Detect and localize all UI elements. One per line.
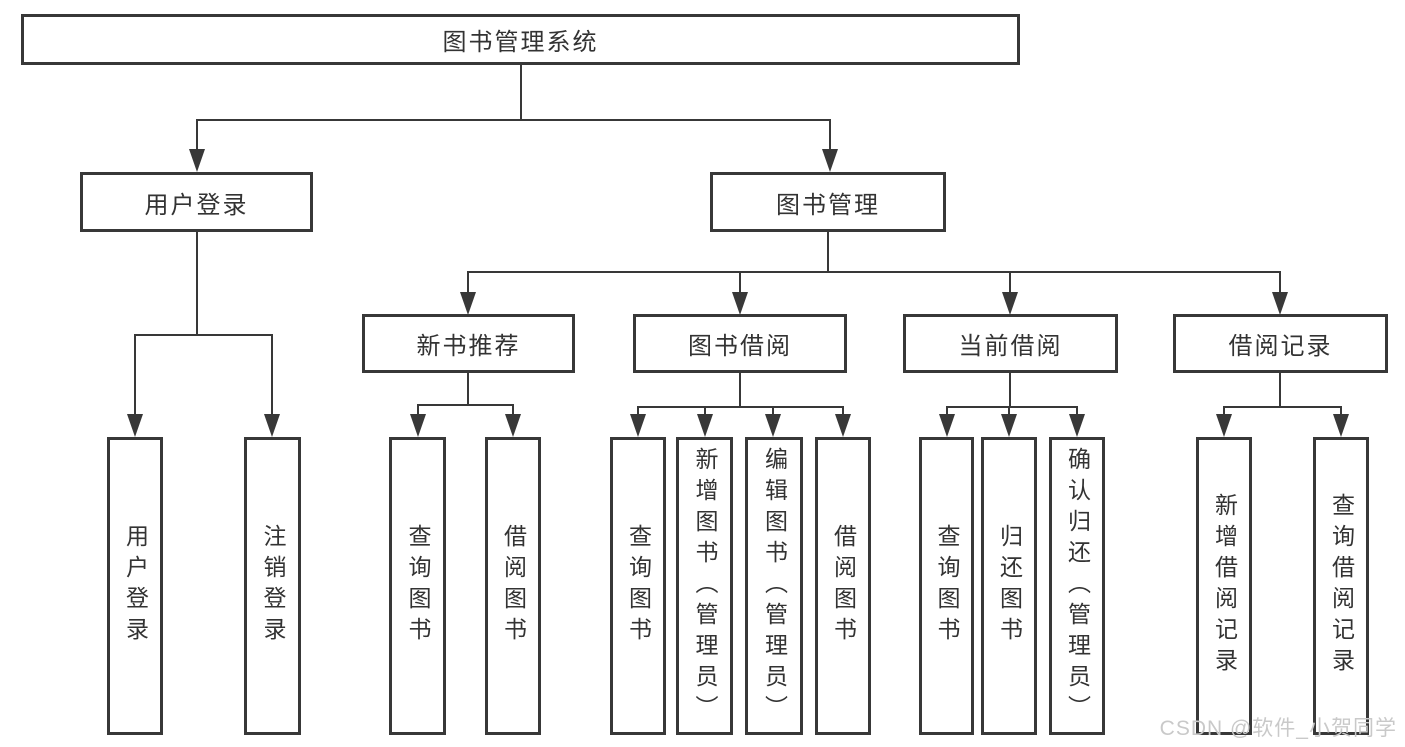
arrowhead-icon: [1333, 414, 1349, 437]
node-label: 借阅记录: [1228, 333, 1333, 360]
node-label: 查询图书: [934, 524, 960, 648]
arrowhead-icon: [410, 414, 426, 437]
connector-line: [1279, 271, 1281, 296]
node-user-login: 用户登录: [80, 172, 313, 232]
arrowhead-icon: [1069, 414, 1085, 437]
leaf-query-borrow-record: 查询借阅记录: [1313, 437, 1369, 735]
node-label: 查询图书: [625, 524, 652, 648]
leaf-borrow-book: 借阅图书: [815, 437, 871, 735]
leaf-query-books-borrow: 查询图书: [610, 437, 666, 735]
connector-line: [134, 334, 273, 336]
node-label: 查询借阅记录: [1328, 493, 1355, 679]
connector-line: [772, 406, 774, 418]
connector-line: [134, 334, 136, 418]
connector-line: [1340, 406, 1342, 418]
arrowhead-icon: [1272, 292, 1288, 315]
arrowhead-icon: [822, 149, 838, 172]
node-label: 编辑图书（管理员）: [761, 446, 788, 726]
connector-line: [842, 406, 844, 418]
leaf-add-borrow-record: 新增借阅记录: [1196, 437, 1252, 735]
leaf-edit-book-admin: 编辑图书（管理员）: [745, 437, 803, 735]
node-label: 确认归还（管理员）: [1064, 446, 1091, 726]
node-label: 用户登录: [122, 524, 149, 648]
arrowhead-icon: [127, 414, 143, 437]
leaf-borrow-book-recommend: 借阅图书: [485, 437, 541, 735]
arrowhead-icon: [1001, 414, 1017, 437]
node-label: 新增借阅记录: [1211, 493, 1238, 679]
node-book-borrowing: 图书借阅: [633, 314, 847, 373]
arrowhead-icon: [630, 414, 646, 437]
node-label: 图书借阅: [688, 333, 792, 360]
leaf-logout-login: 注销登录: [244, 437, 301, 735]
connector-line: [1008, 406, 1010, 418]
node-book-management: 图书管理: [710, 172, 946, 232]
arrowhead-icon: [765, 414, 781, 437]
node-borrowing-records: 借阅记录: [1173, 314, 1388, 373]
leaf-return-book: 归还图书: [981, 437, 1037, 735]
connector-line: [1076, 406, 1078, 418]
connector-line: [467, 271, 469, 296]
leaf-add-book-admin: 新增图书（管理员）: [676, 437, 733, 735]
arrowhead-icon: [732, 292, 748, 315]
node-label: 借阅图书: [830, 524, 857, 648]
connector-line: [739, 271, 741, 296]
connector-line: [637, 406, 843, 408]
connector-line: [739, 373, 741, 407]
node-label: 借阅图书: [500, 524, 527, 648]
node-label: 注销登录: [260, 524, 286, 648]
arrowhead-icon: [505, 414, 521, 437]
node-label: 图书管理: [776, 191, 880, 219]
arrowhead-icon: [264, 414, 280, 437]
connector-line: [196, 232, 198, 335]
connector-line: [271, 334, 273, 418]
arrowhead-icon: [939, 414, 955, 437]
connector-line: [1223, 406, 1342, 408]
connector-line: [1009, 373, 1011, 407]
node-label: 当前借阅: [958, 333, 1063, 360]
node-new-book-recommend: 新书推荐: [362, 314, 575, 373]
connector-line: [196, 119, 831, 121]
csdn-watermark: CSDN @软件_小贺同学: [1159, 717, 1397, 740]
arrowhead-icon: [189, 149, 205, 172]
arrowhead-icon: [835, 414, 851, 437]
connector-line: [704, 406, 706, 418]
arrowhead-icon: [1002, 292, 1018, 315]
leaf-query-books-current: 查询图书: [919, 437, 974, 735]
connector-line: [829, 119, 831, 153]
connector-line: [417, 404, 514, 406]
node-label: 用户登录: [144, 191, 249, 219]
connector-line: [512, 404, 514, 418]
node-current-borrowing: 当前借阅: [903, 314, 1118, 373]
connector-line: [196, 119, 198, 153]
leaf-confirm-return-admin: 确认归还（管理员）: [1049, 437, 1105, 735]
connector-line: [467, 373, 469, 405]
connector-line: [946, 406, 948, 418]
node-label: 归还图书: [996, 524, 1023, 648]
connector-line: [1279, 373, 1281, 407]
connector-line: [827, 232, 829, 273]
connector-line: [1223, 406, 1225, 418]
connector-line: [946, 406, 1077, 408]
connector-line: [417, 404, 419, 418]
connector-line: [467, 271, 1281, 273]
connector-line: [520, 65, 522, 121]
arrowhead-icon: [460, 292, 476, 315]
arrowhead-icon: [697, 414, 713, 437]
leaf-query-books-recommend: 查询图书: [389, 437, 446, 735]
node-library-management-system: 图书管理系统: [21, 14, 1020, 65]
node-label: 图书管理系统: [442, 29, 599, 56]
arrowhead-icon: [1216, 414, 1232, 437]
node-label: 新书推荐: [416, 333, 521, 360]
node-label: 查询图书: [405, 524, 431, 648]
connector-line: [1009, 271, 1011, 296]
node-label: 新增图书（管理员）: [692, 446, 718, 726]
leaf-user-login: 用户登录: [107, 437, 163, 735]
connector-line: [637, 406, 639, 418]
